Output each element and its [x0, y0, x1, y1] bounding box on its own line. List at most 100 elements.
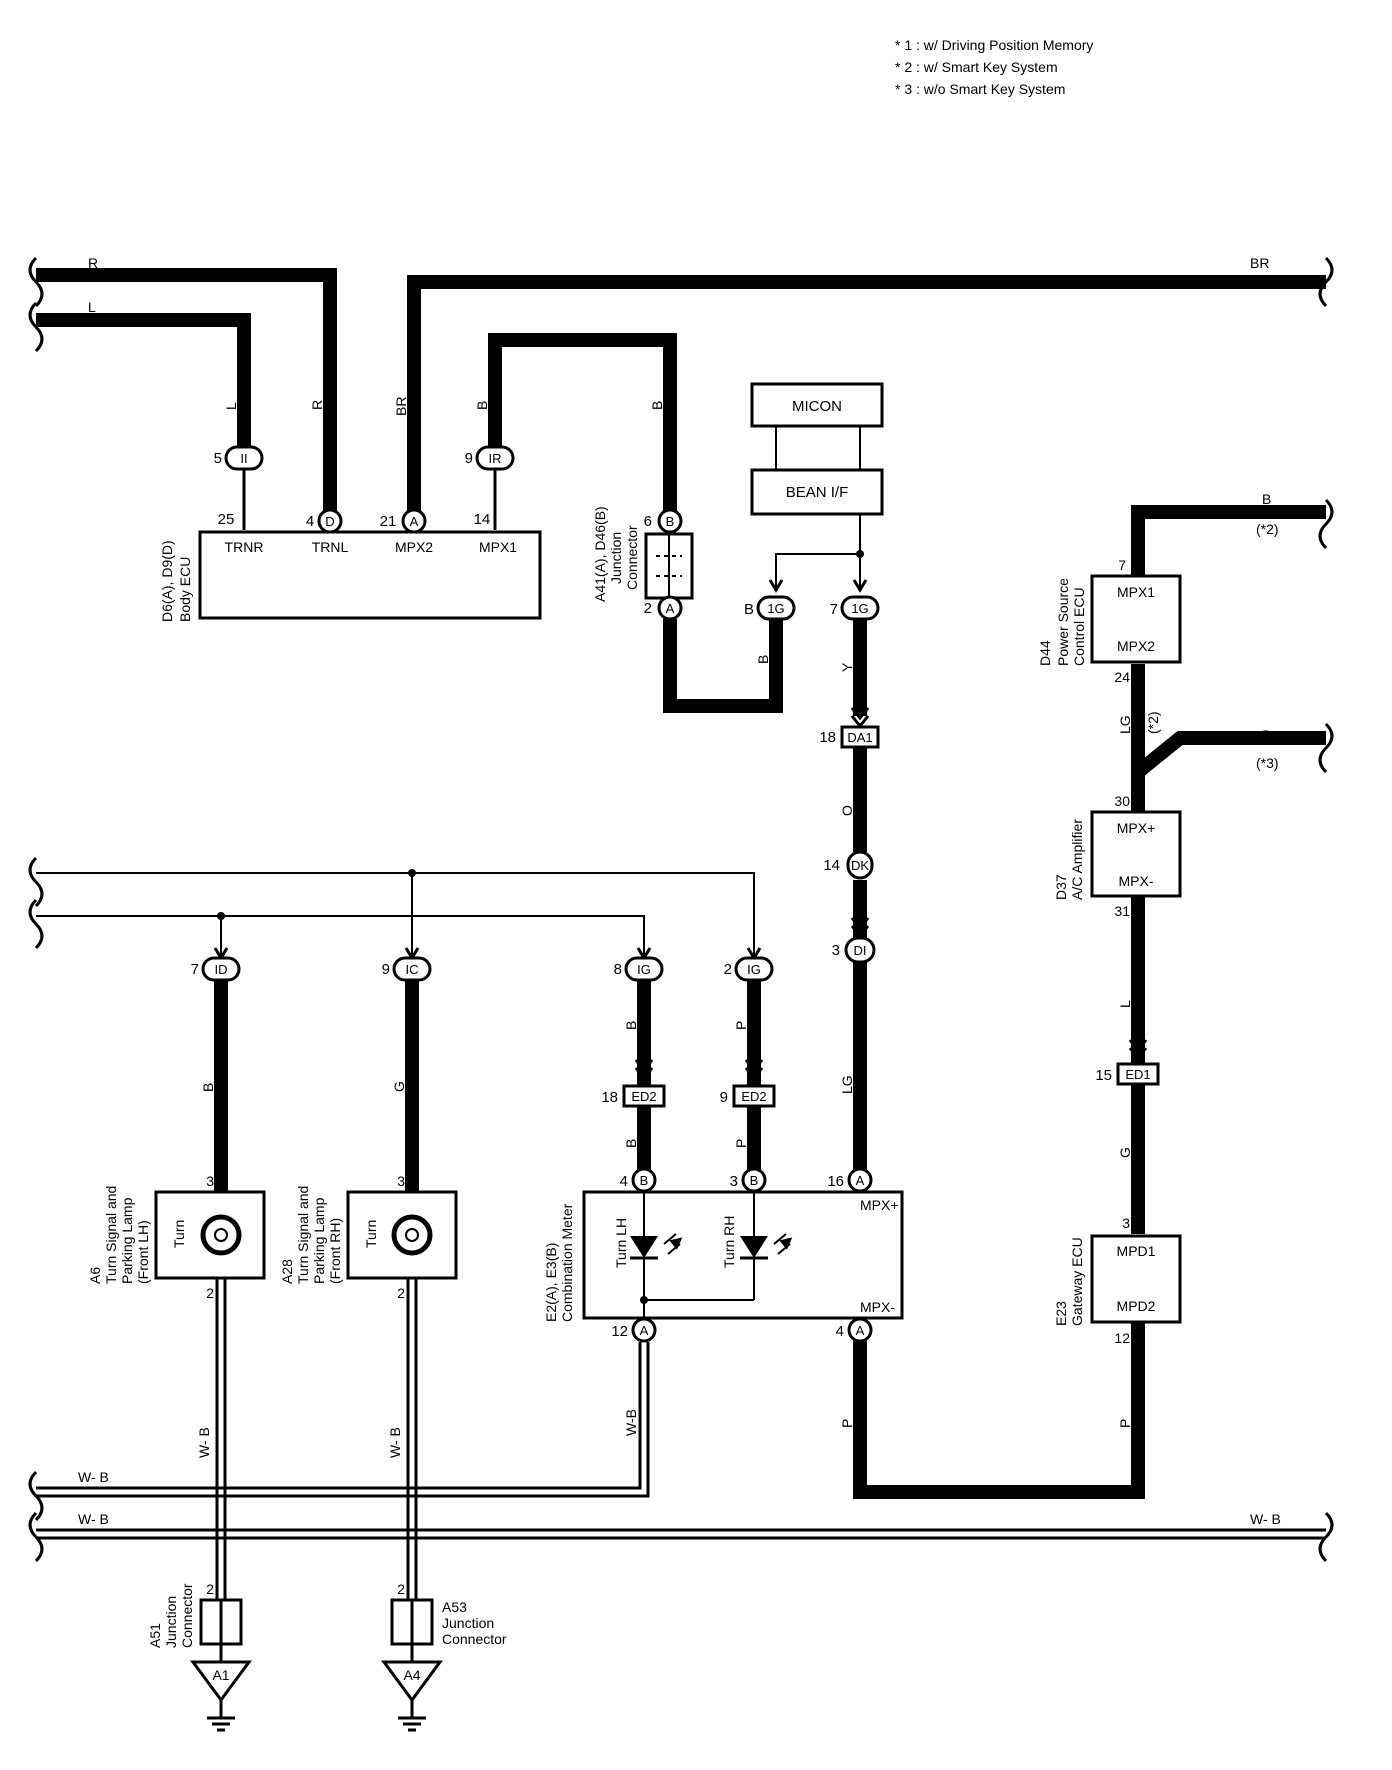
ac-amplifier: MPX+ MPX- 30 31 D37 A/C Amplifier [1053, 793, 1182, 919]
svg-text:Parking Lamp: Parking Lamp [311, 1197, 327, 1284]
connector-ed2-left: ED2 18 [601, 1084, 666, 1108]
wire-label-lg-ac: LG [1117, 715, 1133, 734]
svg-text:6: 6 [644, 513, 652, 530]
svg-text:16: 16 [827, 1173, 844, 1190]
svg-text:A4: A4 [403, 1667, 420, 1683]
connector-ed2-right: ED2 9 [720, 1084, 776, 1108]
svg-text:MPX-: MPX- [1119, 873, 1154, 889]
lamp-front-lh: Turn 3 2 A6 Turn Signal and Parking Lamp… [87, 1173, 266, 1301]
svg-text:7: 7 [1118, 557, 1126, 573]
connector-ic: IC 9 [382, 956, 432, 982]
svg-text:3: 3 [730, 1173, 738, 1190]
wire-label-b-smartkey: B [1262, 491, 1271, 507]
svg-text:DA1: DA1 [847, 730, 872, 745]
wire-label-b-loop: B [755, 655, 771, 664]
svg-text:D37: D37 [1053, 874, 1069, 900]
terminal-mpx2: MPX2 [395, 539, 433, 555]
connector-ig-left: IG 8 [614, 956, 664, 982]
svg-text:A/C Amplifier: A/C Amplifier [1069, 819, 1085, 900]
combination-meter: B 4 B 3 A 16 MPX+ MPX- Turn LH Turn RH E… [543, 1167, 904, 1343]
wire-label-y: Y [839, 662, 855, 672]
junction-connector-a51: 2 A51 Junction Connector [147, 1581, 243, 1648]
svg-text:2: 2 [397, 1285, 405, 1301]
wire-label-p-ig: P [733, 1021, 749, 1030]
wire-label-p-gateway: P [1117, 1419, 1133, 1428]
terminal-mpx1: MPX1 [479, 539, 517, 555]
svg-text:Turn Signal and: Turn Signal and [295, 1186, 311, 1284]
svg-text:Junction: Junction [442, 1615, 494, 1631]
body-ecu-ref: D6(A), D9(D) [159, 540, 175, 622]
svg-text:2: 2 [206, 1285, 214, 1301]
svg-text:A53: A53 [442, 1599, 467, 1615]
footnote-mark-2-a: (*2) [1256, 521, 1279, 537]
body-ecu: D A 25 4 21 14 TRNR TRNL MPX2 MPX1 D6(A)… [159, 508, 542, 622]
connector-ed1: ED1 15 [1095, 1062, 1160, 1086]
svg-text:Turn LH: Turn LH [613, 1218, 629, 1268]
wire-label-r: R [88, 255, 98, 271]
wire-label-g-gateway: G [1117, 1147, 1133, 1158]
svg-text:3: 3 [1122, 1215, 1130, 1231]
svg-text:4: 4 [620, 1173, 628, 1190]
svg-text:4: 4 [836, 1323, 844, 1340]
svg-text:A6: A6 [87, 1267, 103, 1284]
svg-text:A1: A1 [212, 1667, 229, 1683]
footnote-mark-3: (*3) [1256, 755, 1279, 771]
svg-text:12: 12 [1114, 1330, 1130, 1346]
svg-text:MPX+: MPX+ [1117, 820, 1156, 836]
wire-label-wb-right: W- B [1250, 1511, 1281, 1527]
svg-text:B: B [666, 514, 675, 529]
junction-connector-a41: B 6 A 2 A41(A), D46(B) Junction Connecto… [592, 506, 694, 621]
svg-text:ED2: ED2 [741, 1089, 766, 1104]
terminal-trnl: TRNL [312, 539, 349, 555]
svg-text:II: II [240, 451, 247, 466]
body-ecu-pin-14: 14 [474, 511, 491, 528]
svg-text:2: 2 [724, 961, 732, 978]
svg-text:B: B [750, 1173, 759, 1188]
svg-text:Turn: Turn [171, 1220, 187, 1248]
wire-label-p-meter: P [839, 1419, 855, 1428]
svg-text:A: A [640, 1323, 649, 1338]
body-ecu-pin-25: 25 [218, 511, 235, 528]
footnote-1: * 1 : w/ Driving Position Memory [895, 37, 1094, 53]
footnote-2: * 2 : w/ Smart Key System [895, 59, 1058, 75]
svg-text:Gateway ECU: Gateway ECU [1069, 1237, 1085, 1326]
svg-text:Parking Lamp: Parking Lamp [119, 1197, 135, 1284]
svg-text:12: 12 [611, 1323, 628, 1340]
svg-text:18: 18 [601, 1089, 618, 1106]
svg-text:MPX2: MPX2 [1117, 638, 1155, 654]
svg-text:ED1: ED1 [1125, 1067, 1150, 1082]
svg-text:IG: IG [747, 962, 761, 977]
wire-label-wb-meter: W-B [623, 1409, 639, 1436]
svg-text:14: 14 [823, 857, 840, 874]
lamp-front-rh: Turn 3 2 A28 Turn Signal and Parking Lam… [279, 1173, 458, 1301]
svg-text:ED2: ED2 [631, 1089, 656, 1104]
svg-text:(Front RH): (Front RH) [327, 1218, 343, 1284]
svg-text:Turn: Turn [363, 1220, 379, 1248]
connector-id: ID 7 [191, 956, 241, 982]
svg-text:A: A [856, 1323, 865, 1338]
ground-a1: A1 [190, 1644, 252, 1732]
svg-text:1G: 1G [767, 601, 784, 616]
svg-text:3: 3 [206, 1173, 214, 1189]
svg-text:2: 2 [397, 1581, 405, 1597]
svg-text:9: 9 [465, 450, 473, 467]
svg-text:7: 7 [830, 601, 838, 618]
svg-text:31: 31 [1114, 903, 1130, 919]
svg-text:(Front LH): (Front LH) [135, 1220, 151, 1284]
wire-label-p-ed2: P [733, 1139, 749, 1148]
svg-text:9: 9 [382, 961, 390, 978]
svg-text:A51: A51 [147, 1623, 163, 1648]
connector-dk: DK 14 [823, 850, 874, 880]
svg-text:DI: DI [854, 943, 867, 958]
bean-if: BEAN I/F [786, 484, 849, 501]
svg-text:A: A [666, 601, 675, 616]
wire-label-b-ed2: B [623, 1139, 639, 1148]
top-wires [36, 268, 1326, 515]
footnote-mark-2-b: (*2) [1145, 711, 1161, 734]
svg-text:MPD2: MPD2 [1117, 1298, 1156, 1314]
svg-text:ID: ID [215, 962, 228, 977]
svg-text:MICON: MICON [792, 398, 842, 415]
svg-text:D: D [325, 514, 334, 529]
svg-text:B: B [744, 601, 754, 618]
connector-ig-right: IG 2 [724, 956, 774, 982]
